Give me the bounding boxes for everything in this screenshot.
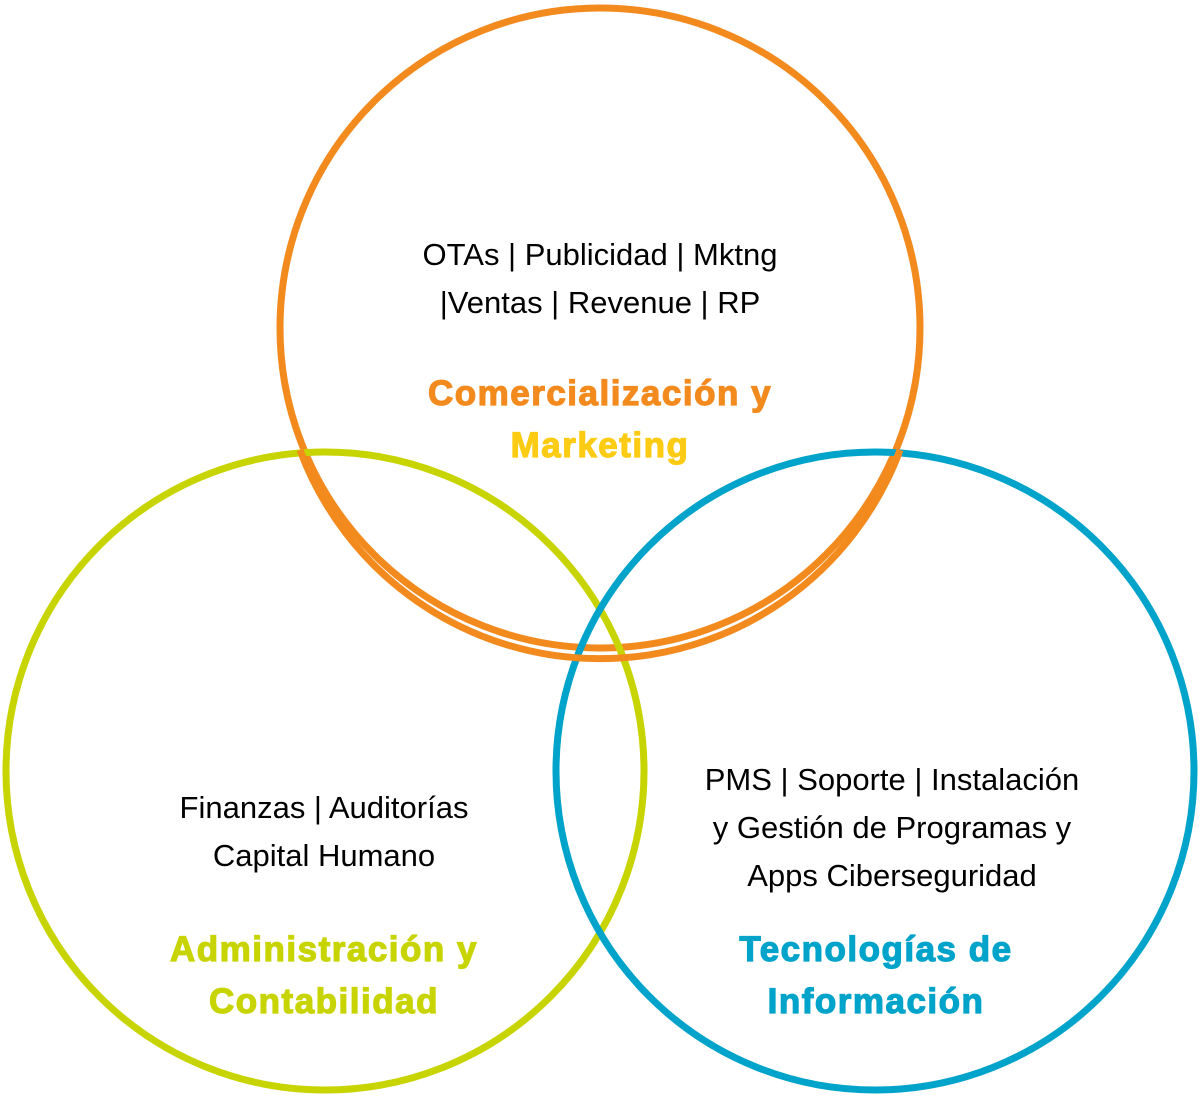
marketing-item-line: OTAs | Publicidad | Mktng: [422, 237, 778, 272]
tech-items: PMS | Soporte | Instalación y Gestión de…: [705, 756, 1080, 900]
admin-title-line: Contabilidad: [208, 981, 439, 1021]
marketing-title-line: Marketing: [510, 425, 690, 465]
admin-items: Finanzas | Auditorías Capital Humano: [180, 784, 469, 880]
admin-title: Administración y Contabilidad: [169, 924, 478, 1028]
circle-marketing-overlap-arc: [296, 448, 904, 663]
tech-item-line: Apps Ciberseguridad: [747, 858, 1037, 893]
marketing-item-line: |Ventas | Revenue | RP: [439, 285, 761, 320]
tech-item-line: PMS | Soporte | Instalación: [704, 762, 1080, 797]
tech-title: Tecnologías de Información: [739, 924, 1012, 1028]
tech-title-line: Tecnologías de: [739, 929, 1013, 969]
admin-title-line: Administración y: [169, 929, 478, 969]
marketing-title-line: Comercialización y: [427, 373, 773, 413]
circle-tech: [552, 448, 1198, 1094]
admin-item-line: Capital Humano: [212, 838, 436, 873]
circle-admin: [2, 448, 648, 1094]
marketing-title: Comercialización y Marketing: [427, 368, 773, 472]
tech-title-line: Información: [767, 981, 985, 1021]
circle-marketing: [276, 4, 924, 652]
admin-item-line: Finanzas | Auditorías: [179, 790, 469, 825]
tech-item-line: y Gestión de Programas y: [712, 810, 1072, 845]
marketing-items: OTAs | Publicidad | Mktng |Ventas | Reve…: [423, 231, 778, 327]
